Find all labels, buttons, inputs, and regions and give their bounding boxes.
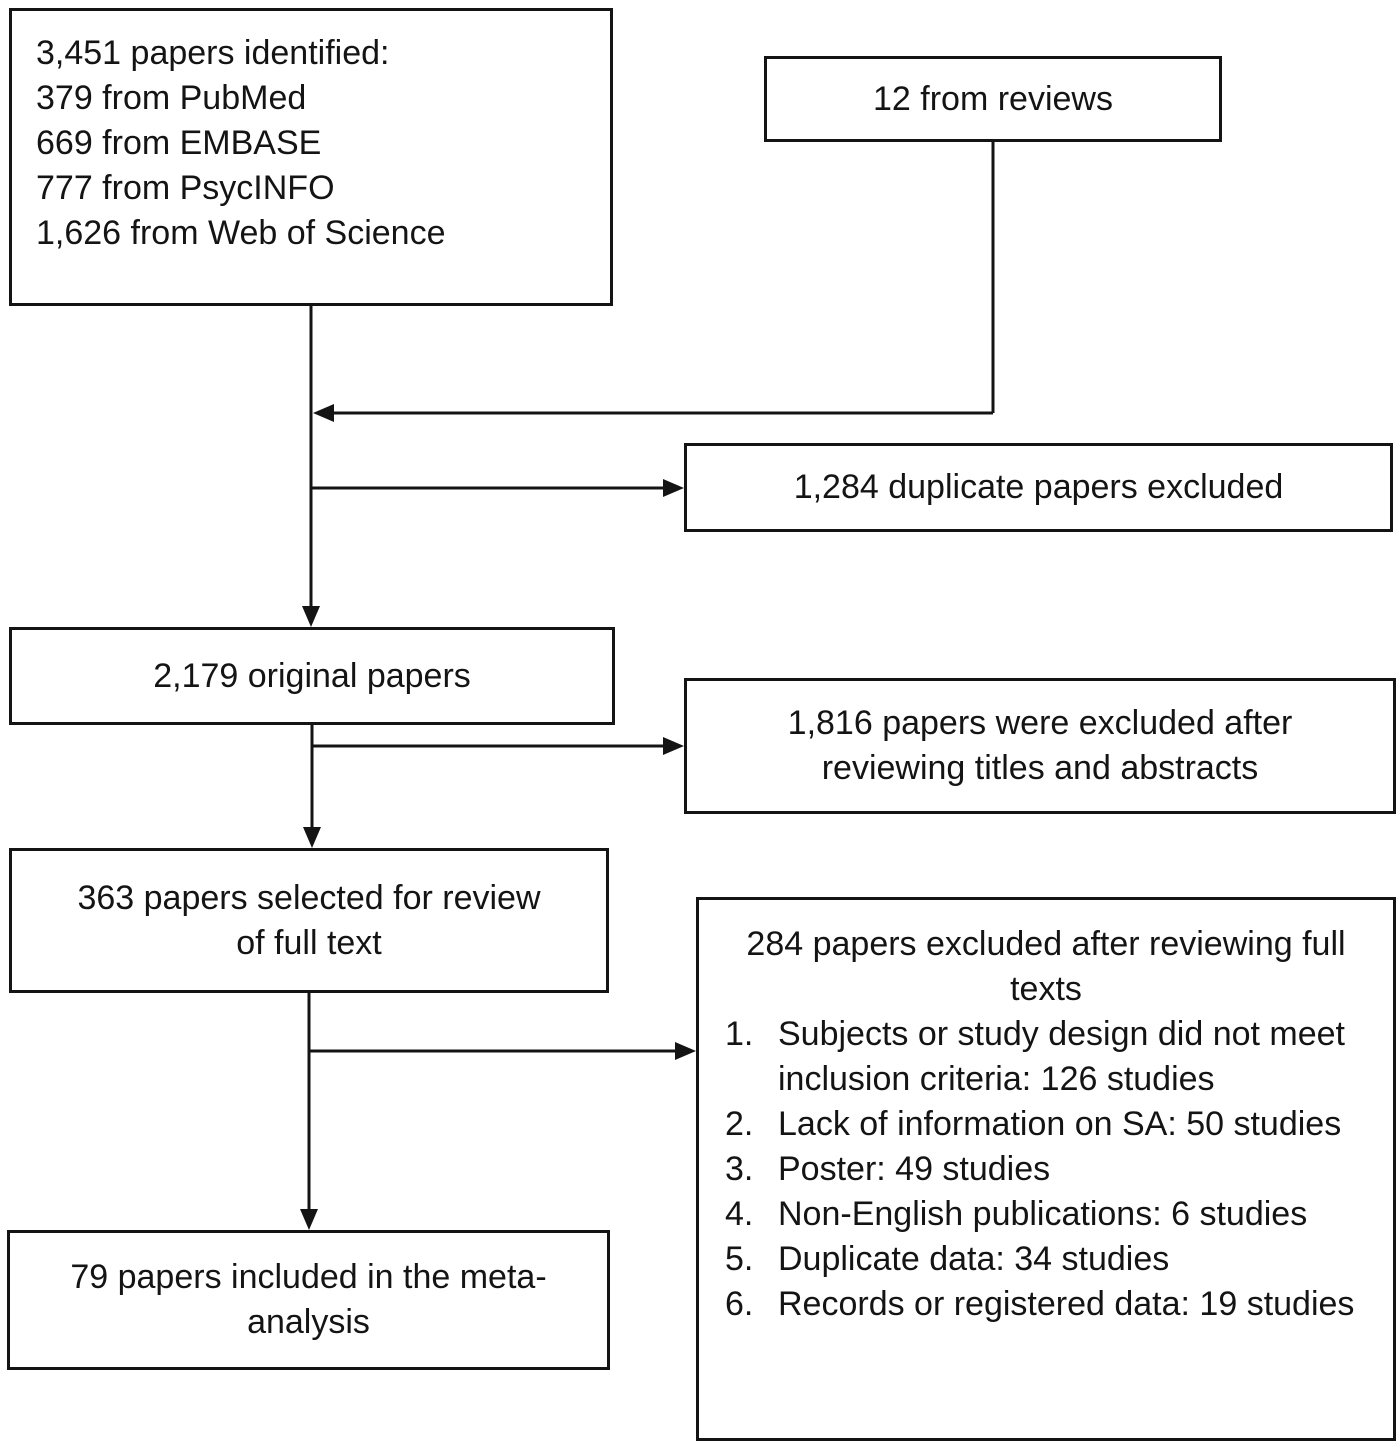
arrow-reviews-to-main-flow	[313, 142, 995, 422]
exclusion-reason-item: 2. Lack of information on SA: 50 studies	[699, 1102, 1393, 1147]
titles-abstracts-line-1: 1,816 papers were excluded after	[787, 704, 1293, 742]
exclusion-reason-item: 6. Records or registered data: 19 studie…	[699, 1282, 1393, 1327]
exclusion-reason-text: Lack of information on SA: 50 studies	[778, 1105, 1342, 1143]
exclusion-reason-number: 3.	[725, 1150, 754, 1188]
identified-line-4: 777 from PsycINFO	[36, 169, 335, 207]
fulltext-excluded-heading-line-1: 284 papers excluded after reviewing full	[746, 925, 1346, 963]
exclusion-reason-text: Poster: 49 studies	[778, 1150, 1051, 1188]
box-original-papers: 2,179 original papers	[9, 627, 615, 725]
box-fulltext-excluded: 284 papers excluded after reviewing full…	[696, 897, 1396, 1441]
box-from-reviews: 12 from reviews	[764, 56, 1222, 142]
exclusion-reason-number: 1.	[725, 1015, 754, 1053]
exclusion-reason-item: 5. Duplicate data: 34 studies	[699, 1237, 1393, 1282]
from-reviews-text: 12 from reviews	[873, 79, 1113, 118]
arrow-fulltext-to-meta	[300, 993, 318, 1230]
exclusion-reason-item: 4. Non-English publications: 6 studies	[699, 1192, 1393, 1237]
exclusion-reason-text: Duplicate data: 34 studies	[778, 1240, 1170, 1278]
fulltext-review-line-1: 363 papers selected for review	[77, 878, 541, 917]
identified-line-5: 1,626 from Web of Science	[36, 214, 446, 252]
duplicates-excluded-text: 1,284 duplicate papers excluded	[793, 468, 1284, 506]
titles-abstracts-line-2: reviewing titles and abstracts	[821, 749, 1259, 787]
box-fulltext-review: 363 papers selected for review of full t…	[9, 848, 609, 993]
arrow-to-titles-abstracts-excluded	[312, 737, 684, 755]
exclusion-reason-text: Subjects or study design did not meet in…	[778, 1015, 1345, 1098]
exclusion-reason-text: Non-English publications: 6 studies	[778, 1195, 1308, 1233]
meta-analysis-line-2: analysis	[247, 1303, 370, 1341]
arrow-original-to-fulltext	[303, 725, 321, 848]
arrow-identified-to-original	[302, 306, 320, 627]
identified-line-3: 669 from EMBASE	[36, 124, 322, 162]
exclusion-reason-item: 3. Poster: 49 studies	[699, 1147, 1393, 1192]
identified-line-2: 379 from PubMed	[36, 79, 307, 117]
box-meta-analysis: 79 papers included in the meta- analysis	[7, 1230, 610, 1370]
identified-line-1: 3,451 papers identified:	[36, 34, 390, 72]
arrow-to-fulltext-excluded	[309, 1042, 696, 1060]
box-papers-identified: 3,451 papers identified: 379 from PubMed…	[9, 8, 613, 306]
fulltext-excluded-heading-line-2: texts	[1010, 970, 1082, 1008]
exclusion-reason-text: Records or registered data: 19 studies	[778, 1285, 1355, 1323]
exclusion-reason-number: 6.	[725, 1285, 754, 1323]
meta-analysis-line-1: 79 papers included in the meta-	[70, 1258, 547, 1296]
exclusion-reason-number: 4.	[725, 1195, 754, 1233]
box-titles-abstracts-excluded: 1,816 papers were excluded after reviewi…	[684, 678, 1396, 814]
box-duplicates-excluded: 1,284 duplicate papers excluded	[684, 443, 1393, 532]
fulltext-review-line-2: of full text	[236, 923, 382, 962]
exclusion-reason-item: 1. Subjects or study design did not meet…	[699, 1012, 1393, 1102]
fulltext-excluded-heading: 284 papers excluded after reviewing full…	[709, 922, 1383, 1012]
exclusion-reason-number: 5.	[725, 1240, 754, 1278]
arrow-to-duplicates-excluded	[311, 479, 684, 497]
exclusion-reason-number: 2.	[725, 1105, 754, 1143]
original-papers-text: 2,179 original papers	[153, 656, 471, 695]
